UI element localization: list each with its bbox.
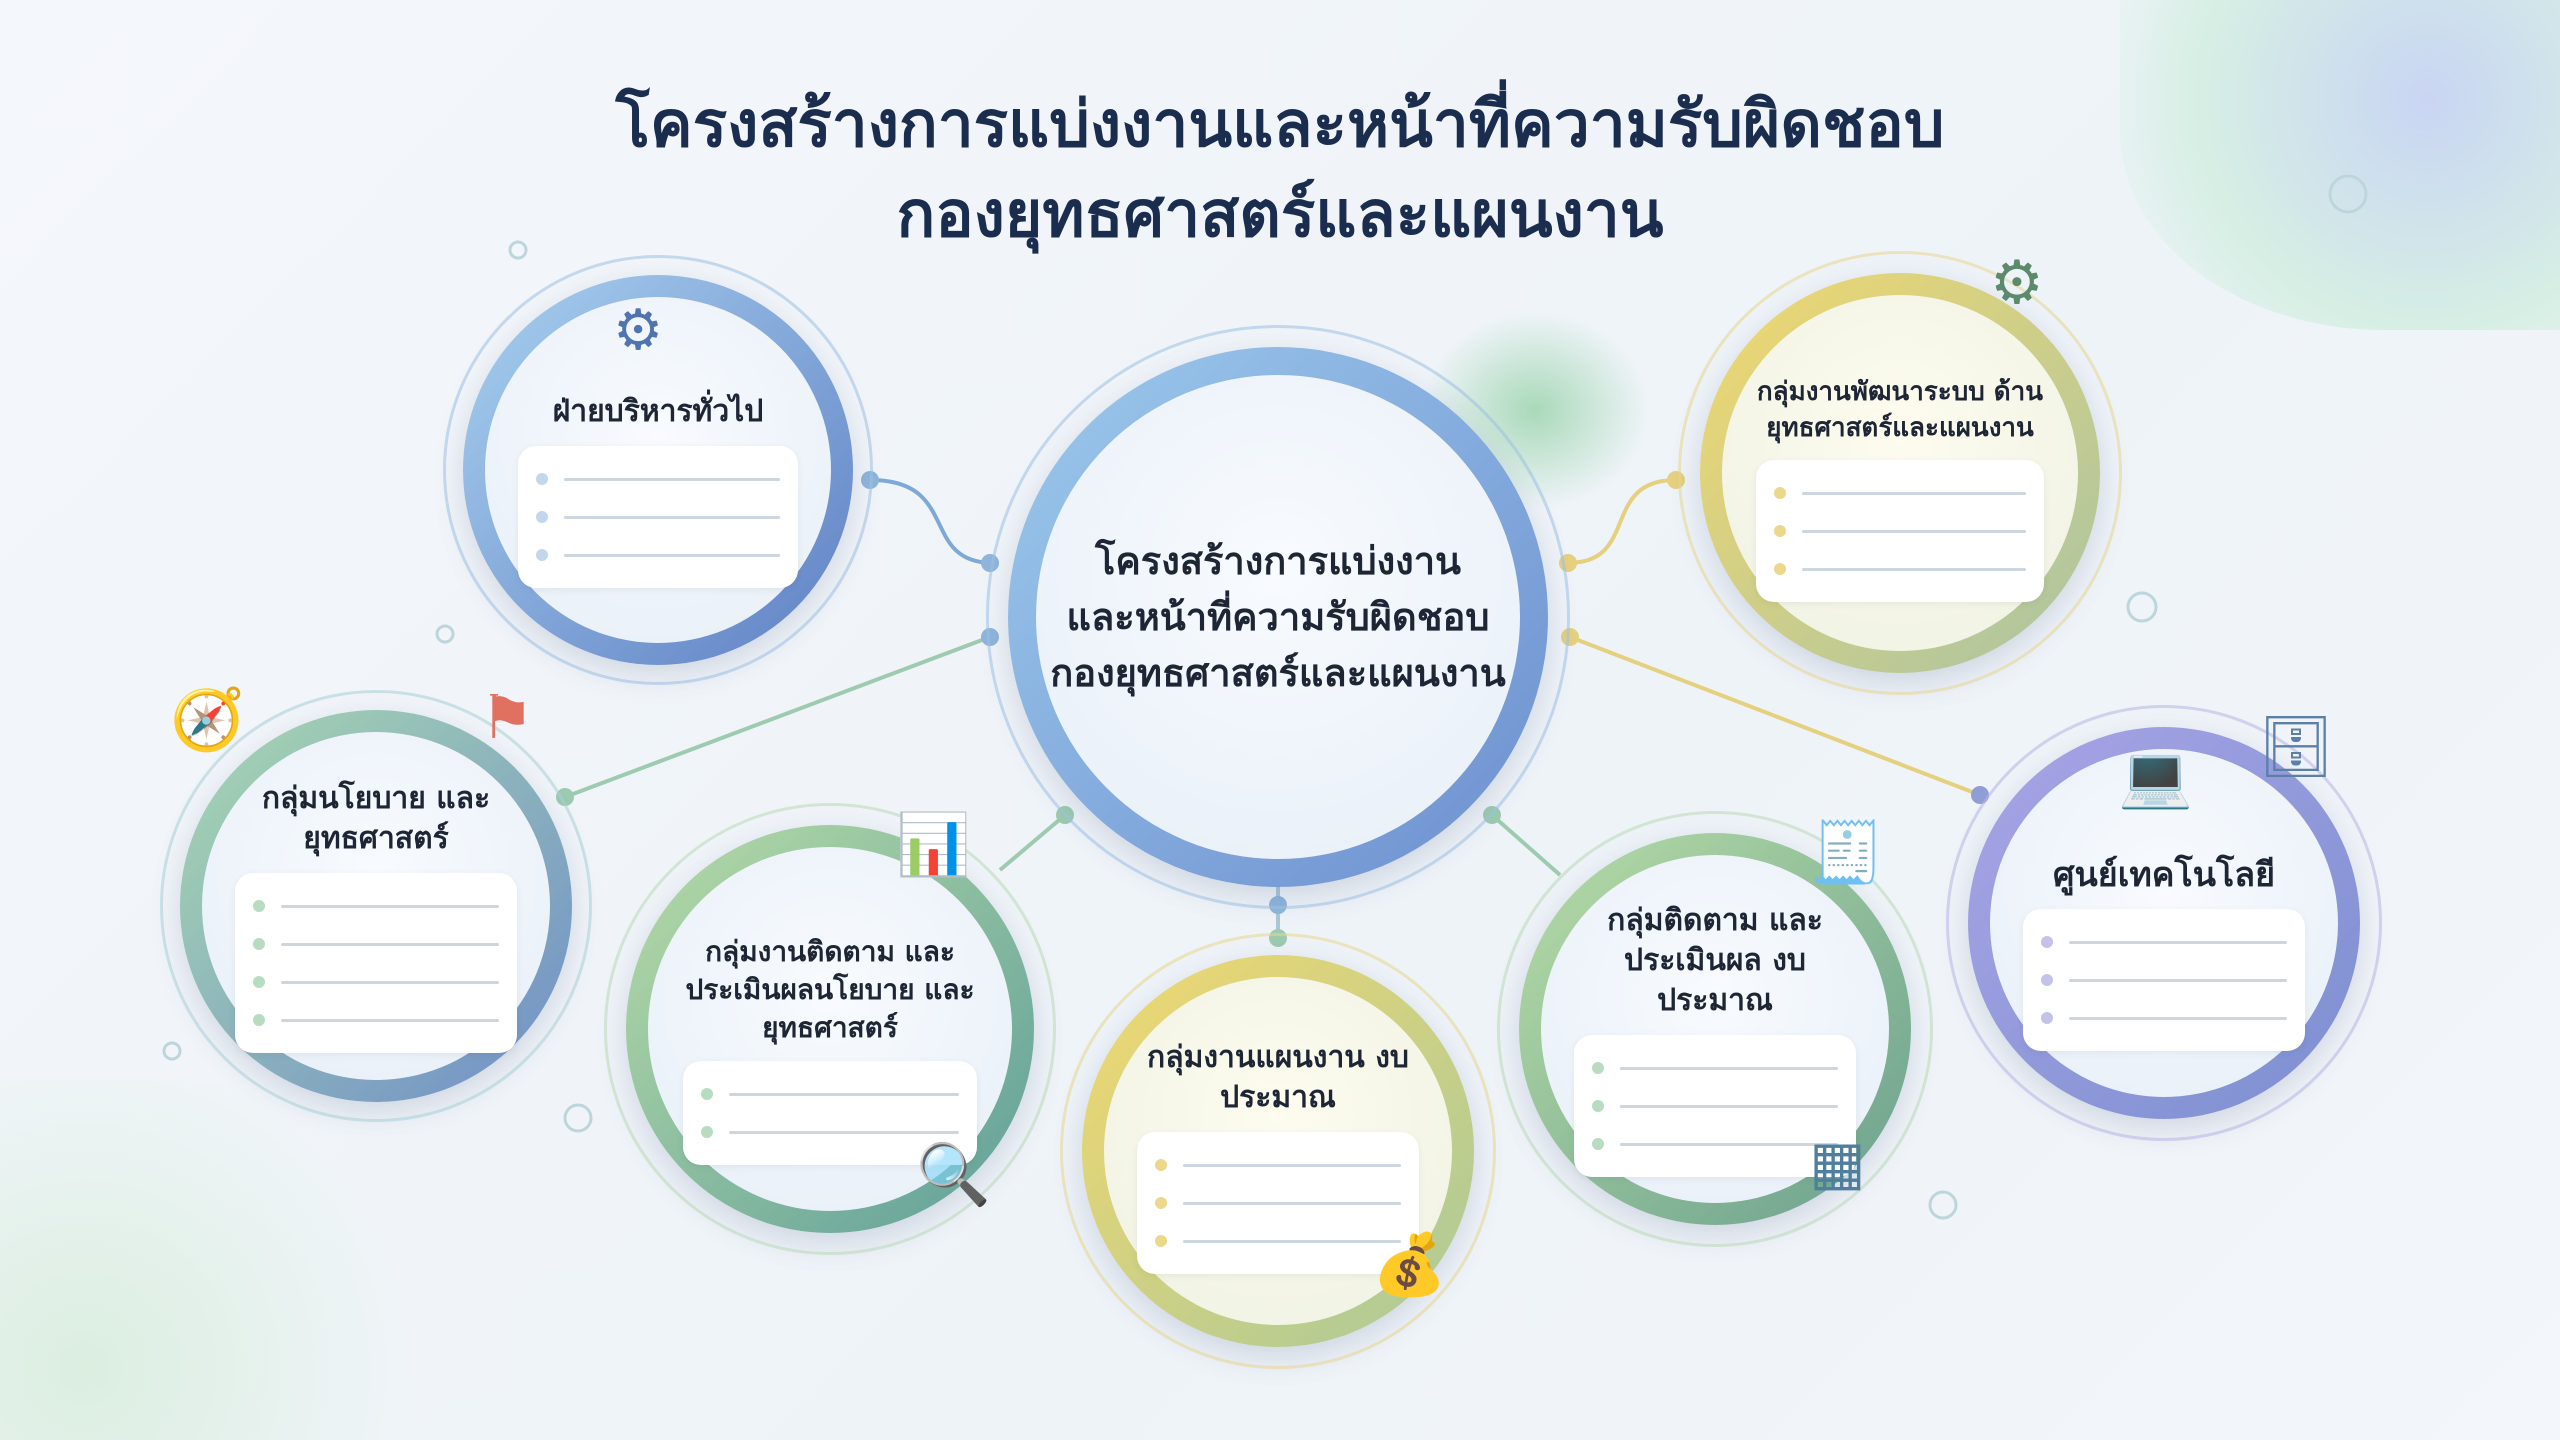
flag-icon: ⚑ (480, 683, 534, 753)
node-title: กลุ่มงานแผนงาน งบประมาณ (1147, 1040, 1409, 1115)
node-list-card (234, 873, 518, 1053)
gear-window-icon: ⚙ (1990, 248, 2044, 318)
center-node[interactable]: โครงสร้างการแบ่งงาน และหน้าที่ความรับผิด… (986, 325, 1570, 909)
node-budget-evaluation[interactable]: 🧾 ▦ กลุ่มติดตาม และประเมินผล งบประมาณ (1497, 811, 1933, 1247)
bar-chart-icon: 📊 (896, 810, 971, 880)
node-general-admin[interactable]: ⚙ ฝ่ายบริหารทั่วไป (443, 255, 873, 685)
connector-admin (869, 478, 991, 565)
node-list-card (1573, 1035, 1857, 1177)
compass-icon: 🧭 (170, 685, 245, 755)
node-title: กลุ่มงานติดตาม และประเมินผลนโยบาย และยุท… (685, 935, 975, 1044)
center-line-3: กองยุทธศาสตร์และแผนงาน (1050, 651, 1506, 695)
magnifier-icon: 🔍 (916, 1140, 991, 1210)
node-list-card (1136, 1132, 1420, 1274)
node-title: ฝ่ายบริหารทั่วไป (552, 394, 764, 429)
laptop-icon: 💻 (2118, 742, 2193, 812)
node-list-card (683, 1061, 977, 1165)
center-line-1: โครงสร้างการแบ่งงาน (1094, 539, 1462, 583)
connector-tech (1569, 635, 1981, 797)
node-policy-monitoring[interactable]: 📊 🔍 กลุ่มงานติดตาม และประเมินผลนโยบาย แล… (604, 803, 1056, 1255)
node-title: กลุ่มงานพัฒนาระบบ ด้านยุทธศาสตร์และแผนงา… (1756, 377, 2044, 443)
node-list-card (1756, 460, 2044, 602)
node-policy-strategy[interactable]: 🧭 ⚑ กลุ่มนโยบาย และยุทธศาสตร์ (160, 688, 592, 1122)
spreadsheet-icon: ▦ (1809, 1128, 1866, 1198)
connector-monitor (998, 813, 1067, 872)
node-technology-center[interactable]: 💻 🗄 ศูนย์เทคโนโลยี (1946, 705, 2382, 1141)
node-title: กลุ่มนโยบาย และยุทธศาสตร์ (261, 781, 491, 856)
node-list-card (517, 446, 799, 588)
center-line-2: และหน้าที่ความรับผิดชอบ (1066, 595, 1490, 639)
node-list-card (2022, 909, 2306, 1051)
connector-budget-eval (1490, 813, 1562, 877)
server-icon: 🗄 (2258, 712, 2335, 782)
node-system-development[interactable]: ⚙ กลุ่มงานพัฒนาระบบ ด้านยุทธศาสตร์และแผน… (1678, 251, 2122, 695)
node-budget-planning[interactable]: 💰 กลุ่มงานแผนงาน งบประมาณ (1060, 933, 1496, 1369)
connector-policy (564, 635, 991, 799)
gears-icon: ⚙ (613, 298, 664, 363)
node-title: ศูนย์เทคโนโลยี (2052, 855, 2276, 895)
money-bags-icon: 💰 (1372, 1230, 1447, 1300)
connector-dev (1567, 478, 1677, 565)
node-title: กลุ่มติดตาม และประเมินผล งบประมาณ (1607, 903, 1823, 1018)
page-title: โครงสร้างการแบ่งงานและหน้าที่ความรับผิดช… (0, 80, 2560, 260)
invoice-coin-icon: 🧾 (1809, 818, 1884, 888)
title-line-1: โครงสร้างการแบ่งงานและหน้าที่ความรับผิดช… (615, 88, 1945, 162)
title-line-2: กองยุทธศาสตร์และแผนงาน (896, 178, 1664, 252)
